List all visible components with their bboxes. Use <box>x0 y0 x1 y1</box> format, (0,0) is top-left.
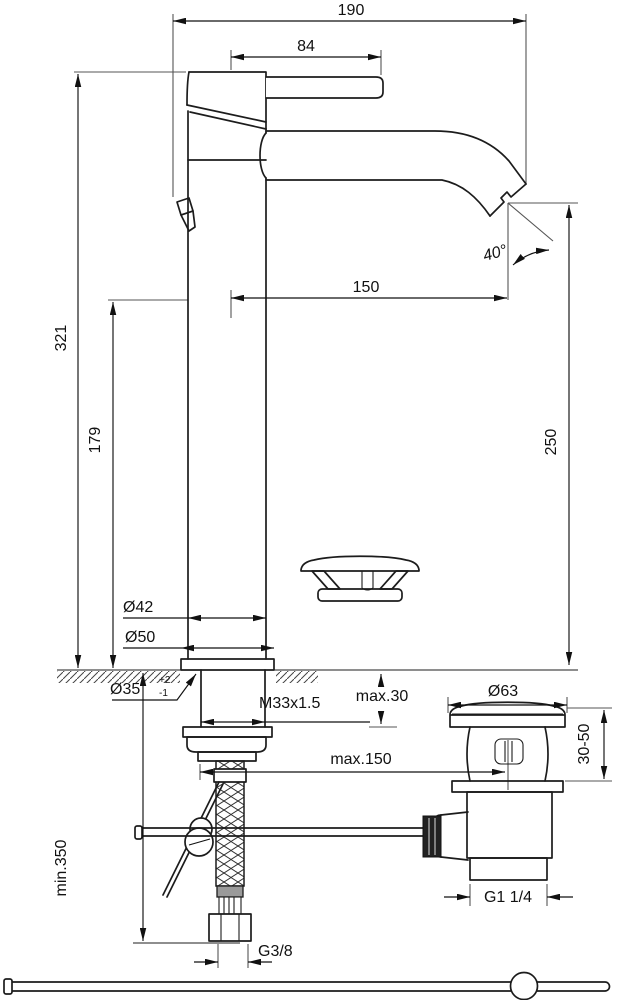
waste-plug-dome <box>449 701 566 715</box>
mounting-washer <box>182 726 273 738</box>
dimension-body-diameter: Ø42 <box>123 599 266 622</box>
installation-parts <box>133 669 424 944</box>
dim-label-40deg: 40° <box>481 242 510 265</box>
base-flange <box>180 658 275 671</box>
dimension-waste-thread: G1 1/4 <box>444 889 573 906</box>
spout-outlet-face <box>489 183 527 217</box>
dimension-spout-reach: 150 <box>231 279 507 302</box>
dim-label-d35-plus: +2 <box>159 675 171 686</box>
deck-hatch-left <box>57 671 180 683</box>
link-rod-end-cap <box>134 825 143 840</box>
deck-hatch-right <box>276 671 318 683</box>
handle-lever <box>265 76 384 99</box>
dim-label-max30: max.30 <box>356 688 409 705</box>
dim-label-m33: M33x1.5 <box>259 695 320 712</box>
dimension-spout-angle: 40° <box>481 242 550 266</box>
dimension-clamp-range: 30-50 <box>576 710 608 779</box>
dim-label-84: 84 <box>297 38 315 55</box>
dim-label-d35-minus: -1 <box>159 688 168 699</box>
lift-rod-ball <box>509 971 539 1000</box>
dimension-base-diameter: Ø50 <box>123 629 274 652</box>
dim-label-179: 179 <box>87 427 104 454</box>
dim-label-d63: Ø63 <box>488 683 518 700</box>
lift-rod-end-cap <box>3 978 13 995</box>
deck-line <box>57 669 578 683</box>
dim-label-250: 250 <box>543 429 560 456</box>
dim-label-g114: G1 1/4 <box>484 889 532 906</box>
dimension-hole-diameter: Ø35 +2 -1 <box>110 673 197 701</box>
faucet-body <box>176 71 527 671</box>
dim-label-190: 190 <box>338 2 365 19</box>
dimension-waste-offset: max.150 <box>200 751 505 776</box>
dimension-thread: M33x1.5 <box>201 695 370 726</box>
waste-plug-detail <box>300 555 420 602</box>
dim-label-max150: max.150 <box>330 751 391 768</box>
waste-assembly <box>422 701 566 881</box>
waste-spool-body <box>466 726 549 782</box>
dimension-deck-max: max.30 <box>356 674 409 724</box>
dimension-waste-flange: Ø63 <box>448 683 567 709</box>
dim-label-30-50: 30-50 <box>576 723 593 764</box>
construction-lines <box>74 14 612 968</box>
ball-rod-nut <box>422 815 442 858</box>
faucet-handle <box>186 71 384 130</box>
dim-label-321: 321 <box>53 325 70 352</box>
water-stream-reference <box>507 202 554 242</box>
dimension-outlet-height: 250 <box>543 205 573 665</box>
hose-collar <box>216 885 244 898</box>
dimension-spout-height: 179 <box>87 302 117 668</box>
waste-top-flange <box>449 714 566 728</box>
dim-label-d42: Ø42 <box>123 599 153 616</box>
dimension-overall-depth: 190 <box>173 2 526 25</box>
lift-rod <box>3 971 611 1000</box>
dim-label-d50: Ø50 <box>125 629 155 646</box>
dimension-overall-height: 321 <box>53 74 82 668</box>
dimension-handle-length: 84 <box>231 38 381 61</box>
clamp-screw-slot <box>188 838 211 846</box>
waste-tailpiece <box>469 857 548 881</box>
horizontal-link-rod <box>139 827 424 837</box>
mounting-ring <box>197 751 257 762</box>
dim-label-d35: Ø35 <box>110 681 140 698</box>
dim-label-150: 150 <box>353 279 380 296</box>
dim-label-min350: min.350 <box>53 839 70 896</box>
waste-lower-body <box>466 791 553 859</box>
mounting-nut <box>186 736 267 753</box>
handle-pin <box>176 197 196 232</box>
overflow-window <box>494 738 524 765</box>
ball-rod-housing <box>440 811 469 861</box>
threaded-shank <box>200 669 266 728</box>
dim-label-g38: G3/8 <box>258 943 293 960</box>
faucet-spout <box>259 130 527 217</box>
hose-ribbed-section <box>218 896 242 915</box>
spout-root-fillet <box>259 132 267 179</box>
dimension-hose-thread: G3/8 <box>194 943 293 966</box>
hose-hex-nut <box>208 913 252 942</box>
dimension-hose-length: min.350 <box>53 673 147 941</box>
rod-clamp-block <box>213 768 247 783</box>
pop-up-linkage <box>134 768 424 898</box>
